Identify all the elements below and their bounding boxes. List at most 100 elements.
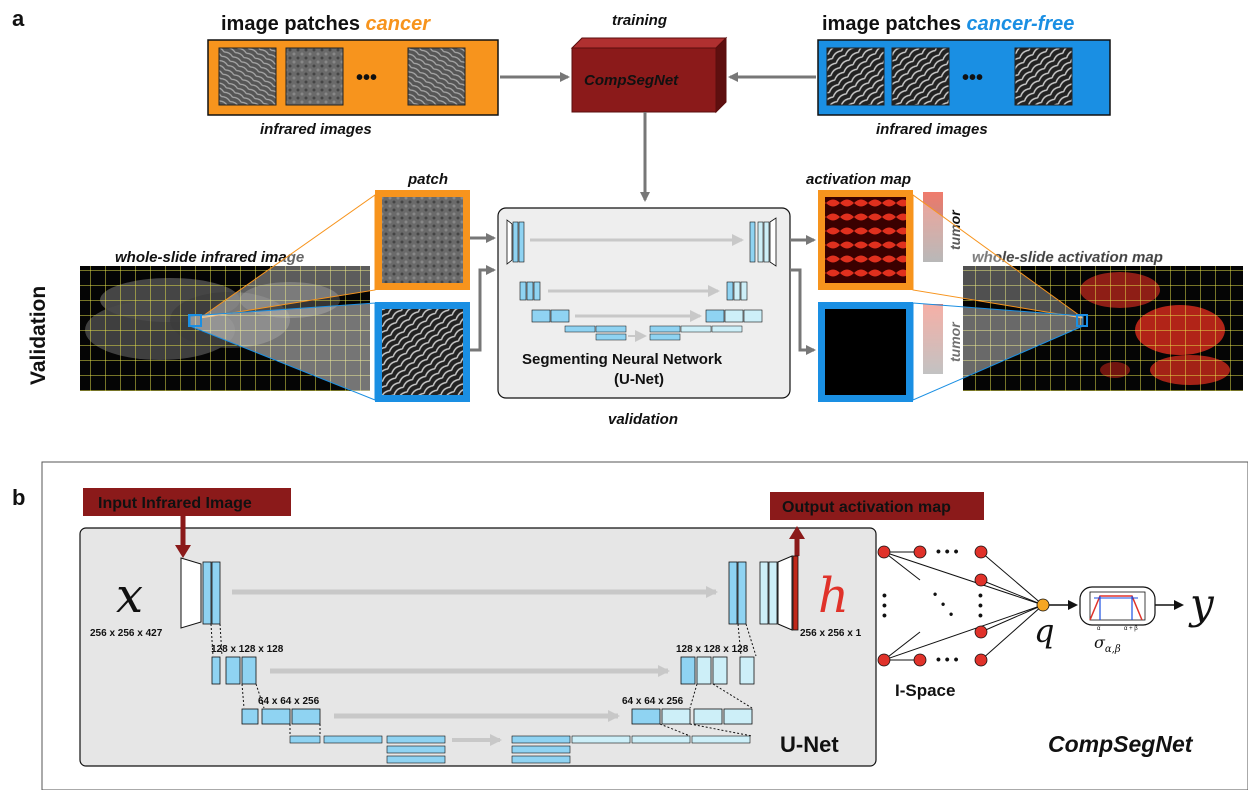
arrow-patch-cancerfree-to-unet <box>470 265 496 352</box>
enc1-block-2 <box>211 561 221 625</box>
bottom-block-10 <box>631 735 691 744</box>
enc3-block-1 <box>241 708 259 725</box>
enc3-block-2 <box>261 708 291 725</box>
cancer-free-patch-1 <box>826 47 885 106</box>
cancer-patch-1 <box>218 47 277 106</box>
node-r1c3 <box>974 545 988 559</box>
enc1-block-1 <box>202 561 212 625</box>
activation-map-cancer-free-image <box>825 309 906 395</box>
up-connector-1a <box>737 623 742 657</box>
training-label: training <box>612 12 667 29</box>
zoom-orange-right <box>912 194 1084 319</box>
sigma-symbol: σα,β <box>1094 633 1121 655</box>
cancer-free-patch-2 <box>891 47 950 106</box>
down-connector-2b <box>255 683 265 709</box>
input-label: Input Infrared Image <box>98 495 252 512</box>
dec3-block-4 <box>723 708 753 725</box>
compsegnet-training-box: CompSegNet <box>570 36 728 114</box>
h-symbol: h <box>818 568 849 624</box>
cancer-patch-2 <box>285 47 344 106</box>
node-r4c3 <box>974 653 988 667</box>
segmenting-title: Segmenting Neural Network <box>522 351 723 368</box>
bottom-block-2 <box>323 735 383 744</box>
cancer-title-highlight: cancer <box>366 13 432 35</box>
dim-input: 256 x 256 x 427 <box>90 628 163 639</box>
svg-text:•: • <box>882 587 887 603</box>
up-connector-1b <box>745 623 757 657</box>
svg-text:• • •: • • • <box>936 651 959 667</box>
svg-text:•: • <box>949 607 953 621</box>
cancer-title-prefix: image patches <box>221 13 366 35</box>
bottom-block-3 <box>386 735 446 744</box>
dec3-block-3 <box>693 708 723 725</box>
bottom-block-7 <box>511 745 571 754</box>
whole-slide-activation-label: whole-slide activation map <box>972 249 1163 266</box>
ispace-label: I-Space <box>895 681 955 700</box>
svg-text:• • •: • • • <box>936 543 959 559</box>
compsegnet-box-label: CompSegNet <box>584 72 679 89</box>
svg-text:•: • <box>882 597 887 613</box>
cancer-title: image patches cancer <box>221 13 431 35</box>
sigma-function-box: α α + β <box>1079 586 1156 632</box>
svg-text:•: • <box>978 597 983 613</box>
unet-box <box>79 527 877 767</box>
svg-text:•: • <box>978 587 983 603</box>
patch-cancer-free-image <box>382 309 463 395</box>
node-r4c2 <box>913 653 927 667</box>
dim-64-left: 64 x 64 x 256 <box>258 696 320 707</box>
dec3-block-2 <box>661 708 691 725</box>
input-label-box <box>83 488 291 516</box>
dec2-block-4 <box>739 656 755 685</box>
output-arrowhead <box>789 526 805 539</box>
whole-slide-activation-map <box>963 266 1243 391</box>
dec1-block-4 <box>768 561 778 625</box>
whole-slide-infrared-image <box>80 266 370 391</box>
unet-label: U-Net <box>780 732 839 757</box>
infrared-images-left: infrared images <box>260 121 372 138</box>
segmenting-sub: (U-Net) <box>614 371 664 388</box>
svg-text:•: • <box>941 597 945 611</box>
dim-output: 256 x 256 x 1 <box>800 628 862 639</box>
up-connector-3a <box>659 723 691 737</box>
dec2-block-2 <box>696 656 712 685</box>
cancer-patch-3 <box>407 47 466 106</box>
validation-label: validation <box>608 411 678 428</box>
down-connector-2a <box>241 683 245 709</box>
bottom-block-1 <box>289 735 321 744</box>
dec1-block-3 <box>759 561 769 625</box>
cancer-dots: ••• <box>356 67 377 89</box>
node-r1c1 <box>877 545 891 559</box>
selected-cell <box>188 314 202 327</box>
enc2-block-2 <box>225 656 241 685</box>
node-q <box>1036 598 1050 612</box>
selected-cell-right <box>1076 314 1088 327</box>
infrared-images-right: infrared images <box>876 121 988 138</box>
dec3-block-1 <box>631 708 661 725</box>
activation-map-cancer-image <box>825 197 906 283</box>
panel-b-letter: b <box>12 485 25 510</box>
output-map-bar <box>792 555 799 631</box>
dim-128-left: 128 x 128 x 128 <box>211 644 284 655</box>
y-symbol: y <box>1188 579 1215 628</box>
tumor-label-top: tumor <box>947 209 963 250</box>
bottom-block-4 <box>386 745 446 754</box>
input-layer <box>180 557 202 629</box>
alpha-tick: α <box>1097 626 1101 632</box>
panel-b-frame <box>41 461 1248 790</box>
svg-text:•: • <box>882 607 887 623</box>
patch-label: patch <box>407 171 448 188</box>
validation-side-label: Validation <box>27 286 50 385</box>
node-r3c3 <box>974 625 988 639</box>
activation-map-label: activation map <box>806 171 911 188</box>
dec2-block-3 <box>712 656 728 685</box>
bottom-block-9 <box>571 735 631 744</box>
tumor-colorbar-bottom <box>923 304 943 374</box>
bottom-block-5 <box>386 755 446 764</box>
input-arrowhead <box>175 545 191 558</box>
dec2-block-1 <box>680 656 696 685</box>
whole-slide-infrared-label: whole-slide infrared image <box>115 249 304 266</box>
cancer-free-title-prefix: image patches <box>822 13 967 35</box>
cancer-free-dots: ••• <box>962 67 983 89</box>
cancer-free-patch-3 <box>1014 47 1073 106</box>
down-connector-1a <box>210 623 214 657</box>
